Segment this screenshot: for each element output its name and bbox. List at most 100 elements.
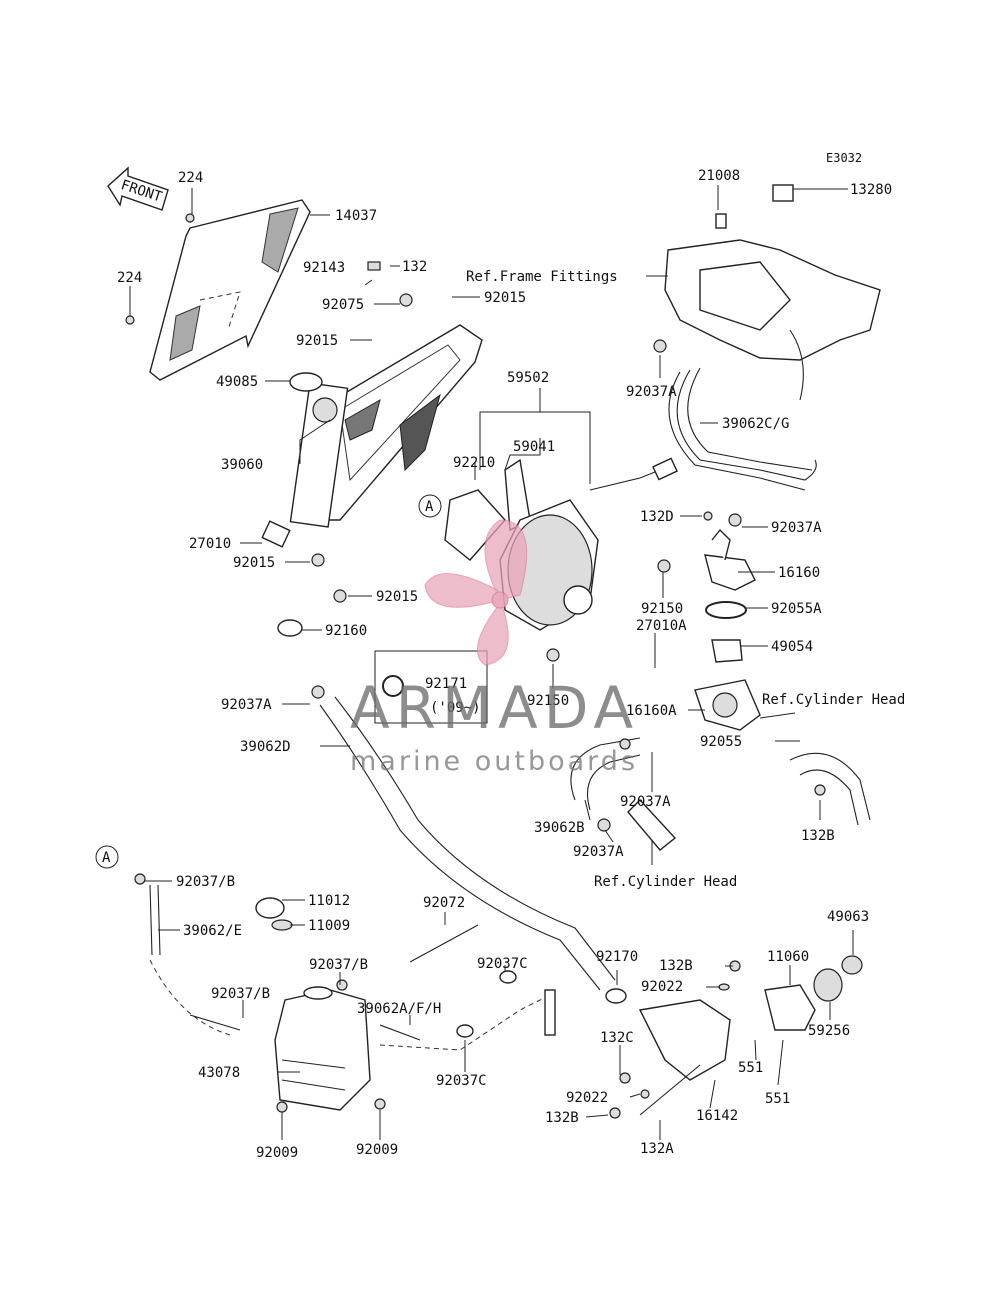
label-92037b-a: 92037/B	[176, 874, 235, 890]
label-92037a-c: 92037A	[573, 844, 624, 860]
seal	[841, 955, 863, 975]
label-49085: 49085	[216, 374, 258, 390]
label-92037a-top: 92037A	[626, 384, 677, 400]
label-551-a: 551	[738, 1060, 763, 1076]
label-43078: 43078	[198, 1065, 240, 1081]
o-ring	[705, 601, 747, 619]
label-11060: 11060	[767, 949, 809, 965]
armada-watermark: ARMADA marine outboards	[350, 519, 639, 777]
label-59256: 59256	[808, 1023, 850, 1039]
label-92171: 92171	[425, 676, 467, 692]
watermark-tagline: marine outboards	[350, 746, 638, 777]
label-92009-b: 92009	[356, 1142, 398, 1158]
radiator-screen	[149, 199, 311, 381]
label-92015-c: 92015	[233, 555, 275, 571]
label-92055: 92055	[700, 734, 742, 750]
pipe	[627, 798, 677, 851]
svg-text:A: A	[425, 499, 434, 515]
callout-a-upper: A	[418, 494, 442, 518]
label-132a: 132A	[640, 1141, 674, 1157]
label-16160a: 16160A	[626, 703, 677, 719]
label-132b-mid: 132B	[659, 958, 693, 974]
label-132b-right: 132B	[801, 828, 835, 844]
water-pump	[638, 999, 731, 1081]
label-27010a: 27010A	[636, 618, 687, 634]
label-132b-bottom: 132B	[545, 1110, 579, 1126]
label-49063: 49063	[827, 909, 869, 925]
hose-39062cg-fill	[676, 369, 817, 481]
label-ref-frame-fittings: Ref.Frame Fittings	[466, 269, 618, 285]
label-132: 132	[402, 259, 427, 275]
label-09-onward: ('09~)	[430, 700, 481, 716]
label-132d: 132D	[640, 509, 674, 525]
label-92009-a: 92009	[256, 1145, 298, 1161]
label-92022-b: 92022	[566, 1090, 608, 1106]
label-92037c-a: 92037C	[477, 956, 528, 972]
label-39060: 39060	[221, 457, 263, 473]
label-39062e: 39062/E	[183, 923, 242, 939]
radiator	[289, 324, 483, 528]
leader-lines	[129, 185, 854, 1140]
reservoir-tank	[274, 986, 371, 1111]
label-92037c-b: 92037C	[436, 1073, 487, 1089]
label-224-top: 224	[178, 170, 203, 186]
label-92055a: 92055A	[771, 601, 822, 617]
svg-text:A: A	[102, 850, 111, 866]
label-224-left: 224	[117, 270, 142, 286]
svg-text:Ref.Cylinder Head: Ref.Cylinder Head	[762, 692, 905, 708]
callout-a-lower: A	[95, 845, 119, 869]
label-27010: 27010	[189, 536, 231, 552]
label-11012: 11012	[308, 893, 350, 909]
label-39062afh: 39062A/F/H	[357, 1001, 441, 1017]
front-arrow-icon: FRONT	[107, 166, 169, 211]
label-92075: 92075	[322, 297, 364, 313]
label-92015-a: 92015	[484, 290, 526, 306]
label-551-b: 551	[765, 1091, 790, 1107]
label-59502: 59502	[507, 370, 549, 386]
label-92210: 92210	[453, 455, 495, 471]
label-39062b: 39062B	[534, 820, 585, 836]
label-92037b-c: 92037/B	[211, 986, 270, 1002]
thermostat-cover	[704, 554, 756, 591]
label-92037a-b: 92037A	[620, 794, 671, 810]
label-92015-b: 92015	[296, 333, 338, 349]
label-13280: 13280	[850, 182, 892, 198]
impeller	[813, 968, 843, 1002]
label-14037: 14037	[335, 208, 377, 224]
label-92015-d: 92015	[376, 589, 418, 605]
label-92160: 92160	[325, 623, 367, 639]
radiator-cap	[289, 372, 323, 392]
label-92143: 92143	[303, 260, 345, 276]
label-ref-cylinder-head-right: Ref.Cylinder Head	[762, 692, 905, 708]
frame-fittings	[664, 184, 881, 401]
label-92037a-mid: 92037A	[771, 520, 822, 536]
label-39062cg: 39062C/G	[722, 416, 789, 432]
label-92022-a: 92022	[641, 979, 683, 995]
tank-cap	[255, 897, 285, 919]
label-92072: 92072	[423, 895, 465, 911]
hose-39062b	[570, 737, 641, 811]
label-92150-a: 92150	[641, 601, 683, 617]
hose-39062cg	[668, 367, 813, 491]
label-49054: 49054	[771, 639, 813, 655]
label-92170: 92170	[596, 949, 638, 965]
band	[409, 924, 479, 963]
label-11009: 11009	[308, 918, 350, 934]
propeller-logo-icon	[424, 519, 528, 666]
label-16142: 16142	[696, 1108, 738, 1124]
label-16160: 16160	[778, 565, 820, 581]
watermark-brand: ARMADA	[350, 674, 639, 742]
label-92037b-b: 92037/B	[309, 957, 368, 973]
label-59041: 59041	[513, 439, 555, 455]
label-21008: 21008	[698, 168, 740, 184]
label-92037a-left: 92037A	[221, 697, 272, 713]
thermostat	[711, 639, 743, 663]
label-39062d: 39062D	[240, 739, 291, 755]
pump-cover	[764, 984, 816, 1031]
label-ref-cylinder-head-bottom: Ref.Cylinder Head	[594, 874, 737, 890]
label-132c: 132C	[600, 1030, 634, 1046]
diagram-code: E3032	[826, 151, 862, 165]
inset-box	[374, 650, 488, 724]
